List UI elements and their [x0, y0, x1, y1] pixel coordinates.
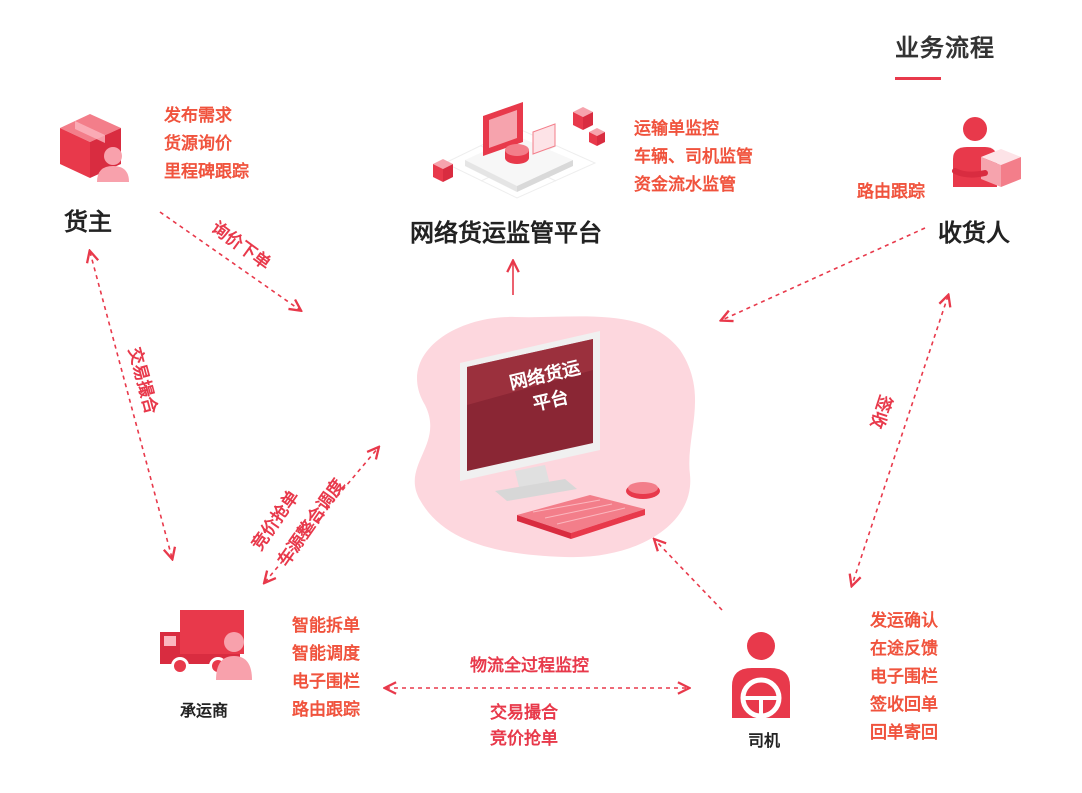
receiver-actions: 路由跟踪: [857, 178, 925, 206]
person-carry-box-icon: [952, 117, 1021, 187]
list-item: 发布需求: [164, 106, 232, 126]
carrier-label: 承运商: [180, 701, 229, 720]
list-item: 电子围栏: [292, 672, 360, 692]
list-item: 发运确认: [870, 611, 938, 631]
arrow-driver-platform: [655, 540, 723, 611]
list-item: 电子围栏: [870, 667, 938, 687]
list-item: 路由跟踪: [292, 700, 360, 720]
list-item: 资金流水监管: [634, 175, 736, 195]
title-text: 业务流程: [895, 34, 995, 62]
computer-monitor-icon: [414, 316, 696, 558]
edge-label-carrier-driver-bottom-2: 竞价抢单: [490, 729, 558, 749]
edge-label-carrier-driver-top: 物流全过程监控: [470, 656, 589, 676]
platform-isometric-icon: [433, 102, 605, 199]
edge-label-carrier-driver-bottom-1: 交易撮合: [490, 703, 558, 723]
list-item: 里程碑跟踪: [164, 162, 249, 182]
supervision-label: 网络货运监管平台: [410, 219, 602, 247]
box-person-icon: [60, 114, 129, 182]
list-item: 路由跟踪: [857, 182, 925, 202]
receiver-label: 收货人: [938, 219, 1010, 247]
truck-person-icon: [160, 610, 252, 680]
list-item: 智能拆单: [292, 616, 360, 636]
supervision-actions: 运输单监控 车辆、司机监管 资金流水监管: [634, 115, 753, 199]
list-item: 货源询价: [164, 134, 232, 154]
list-item: 在途反馈: [870, 639, 938, 659]
list-item: 车辆、司机监管: [634, 147, 753, 167]
shipper-actions: 发布需求 货源询价 里程碑跟踪: [164, 102, 249, 186]
list-item: 运输单监控: [634, 119, 719, 139]
section-title: 业务流程: [895, 28, 1015, 80]
shipper-label: 货主: [64, 208, 112, 236]
arrow-receiver-platform: [722, 227, 926, 320]
title-underline: [895, 77, 941, 80]
driver-actions: 发运确认 在途反馈 电子围栏 签收回单 回单寄回: [870, 607, 938, 747]
arrow-carrier-platform: [265, 448, 378, 582]
driver-icon: [732, 632, 790, 719]
list-item: 回单寄回: [870, 723, 938, 743]
list-item: 智能调度: [292, 644, 360, 664]
carrier-actions: 智能拆单 智能调度 电子围栏 路由跟踪: [292, 612, 360, 724]
driver-label: 司机: [748, 731, 781, 750]
list-item: 签收回单: [870, 695, 938, 715]
arrow-receiver-driver: [852, 296, 948, 585]
